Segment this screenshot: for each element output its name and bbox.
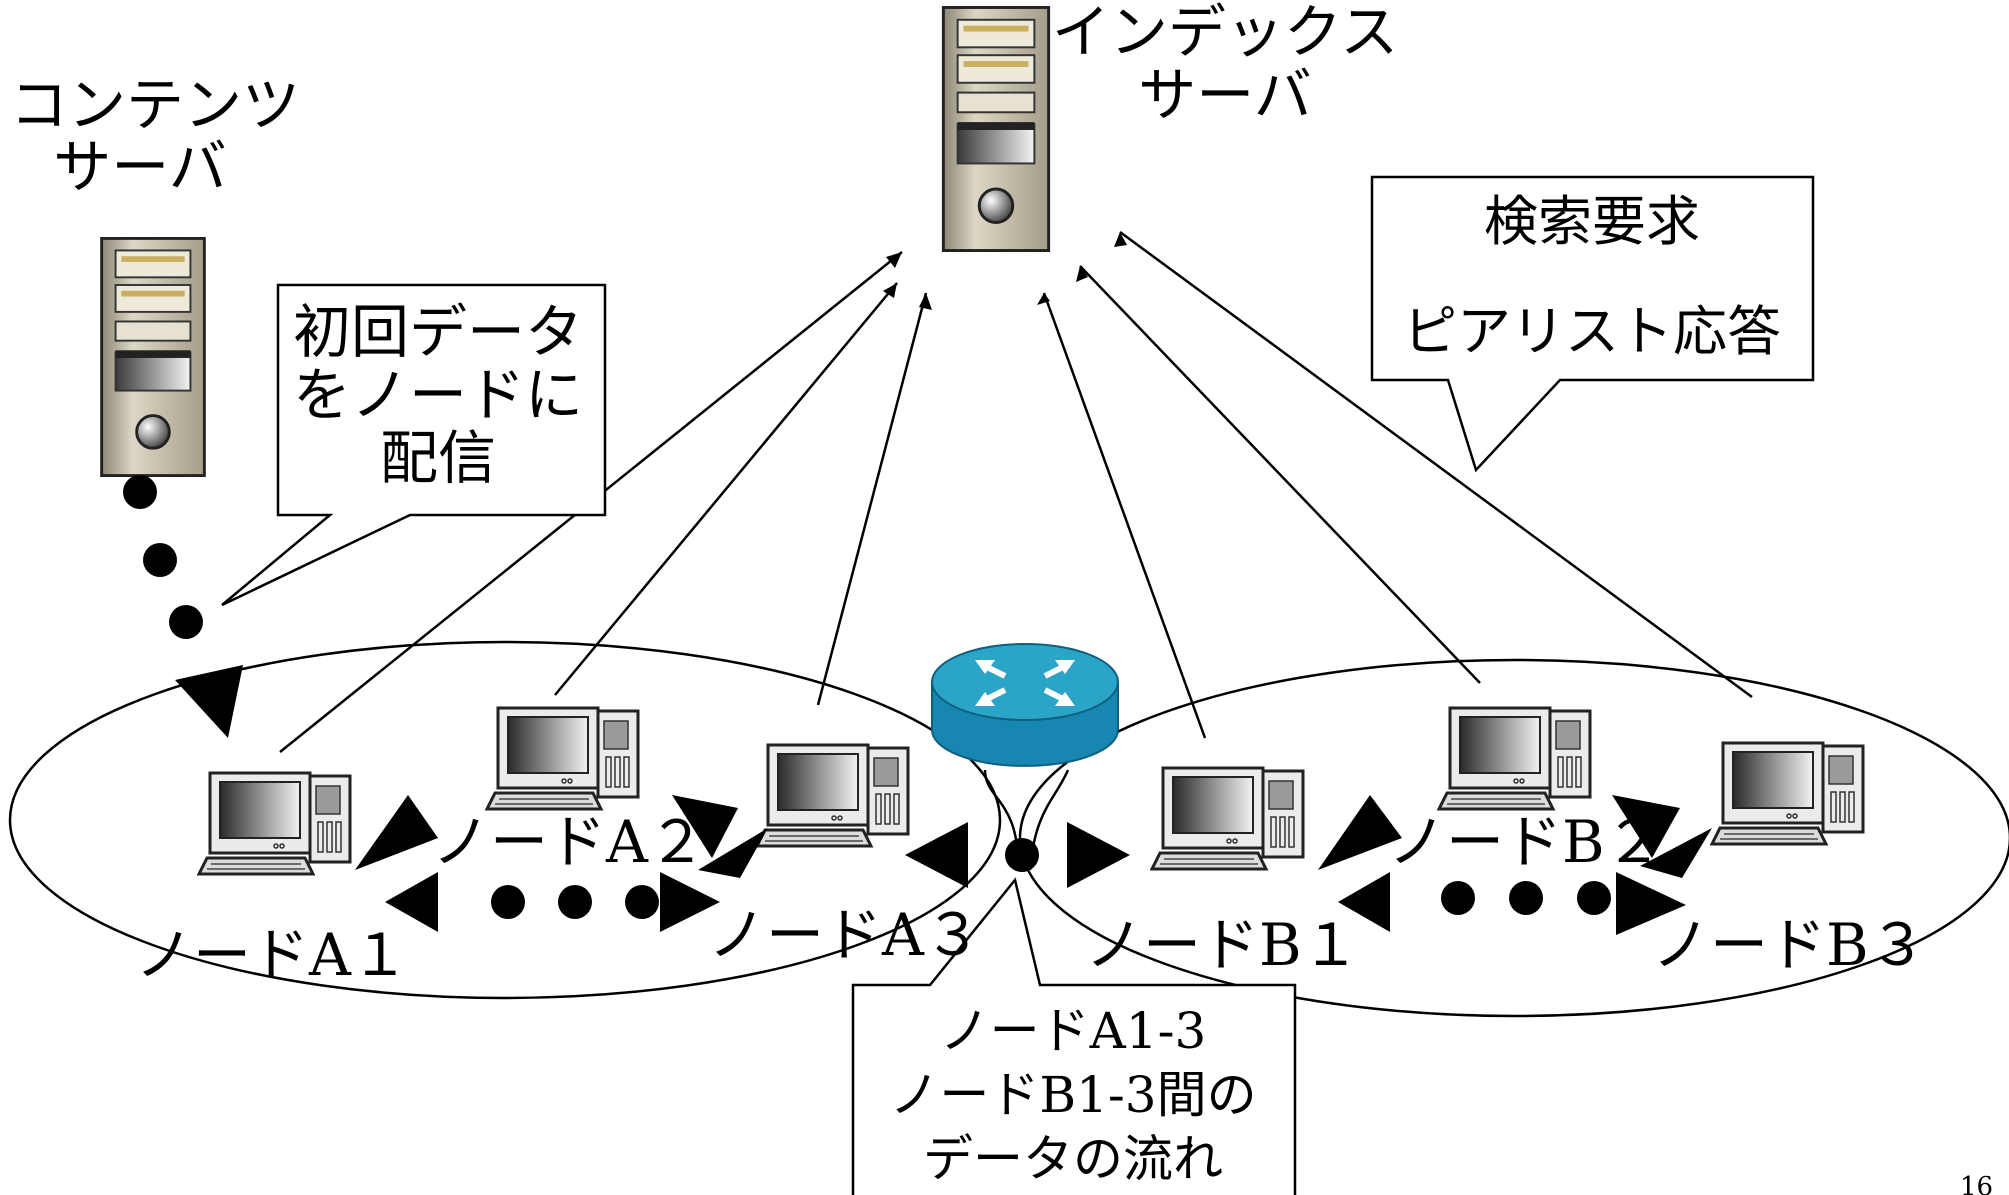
page-number: 16 <box>1960 1172 1993 1195</box>
node-b3-label: ノードB３ <box>1652 911 1927 979</box>
index-server-label-line1: インデックス <box>1052 0 1398 66</box>
node-b2-label: ノードB２ <box>1388 808 1663 876</box>
router-icon <box>931 643 1119 767</box>
pc-b1-icon <box>1150 766 1305 871</box>
node-a-flow-arrows <box>355 795 1130 932</box>
node-a2-label: ノードA２ <box>432 808 706 876</box>
callout-search <box>1370 175 1815 473</box>
index-server-label-line2: サーバ <box>1138 61 1311 129</box>
node-a1-label: ノードA１ <box>135 921 409 989</box>
content-server-icon <box>100 237 206 477</box>
pc-b3-icon <box>1710 741 1865 846</box>
pc-a1-icon <box>197 771 352 876</box>
content-server-label-line1: コンテンツ <box>10 71 300 139</box>
callout-initial-data <box>221 283 607 607</box>
pc-a2-icon <box>485 706 640 811</box>
callout-data-flow <box>851 877 1297 1195</box>
callout-search-line2: ピアリスト応答 <box>1403 300 1781 363</box>
callout-initial-line3: 配信 <box>380 424 496 492</box>
pc-b2-icon <box>1437 706 1592 811</box>
callout-search-line1: 検索要求 <box>1484 190 1700 253</box>
index-server-links <box>279 230 1753 753</box>
content-server-label-line2: サーバ <box>53 133 226 201</box>
node-a3-label: ノードA３ <box>708 901 982 969</box>
node-b1-label: ノードB１ <box>1085 911 1360 979</box>
network-b-ellipse <box>1018 658 2009 1018</box>
link-arrowheads <box>883 232 1127 310</box>
callout-flow-line1: ノードA1-3 <box>940 1002 1207 1060</box>
callout-flow-line3: データの流れ <box>923 1130 1223 1188</box>
callout-initial-line1: 初回データ <box>293 298 583 366</box>
callout-flow-line2: ノードB1-3間の <box>889 1066 1256 1124</box>
content-delivery-dots <box>123 475 243 738</box>
pc-a3-icon <box>755 743 910 848</box>
callout-initial-line2: をノードに <box>293 361 583 429</box>
network-a-ellipse <box>8 640 1002 1000</box>
index-server-icon <box>941 6 1051 252</box>
node-b-flow-arrows <box>1318 795 1712 935</box>
